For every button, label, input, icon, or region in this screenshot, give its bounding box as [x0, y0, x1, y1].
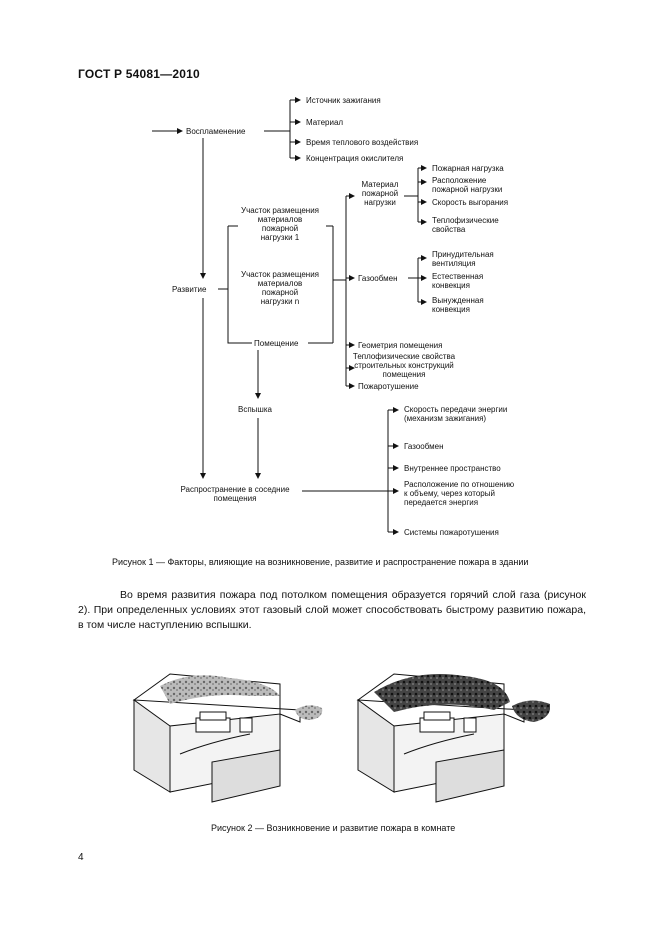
body-paragraph: Во время развития пожара под потолком по… — [78, 589, 586, 631]
ignition-factor: Время теплового воздействия — [306, 138, 419, 147]
spread-factor: Газообмен — [404, 442, 444, 451]
gas-exchange-label: Газообмен — [358, 274, 398, 283]
room-developed-stage — [356, 673, 550, 803]
room-label: Помещение — [254, 339, 299, 348]
spread-factor: Скорость передачи энергии(механизм зажиг… — [404, 405, 508, 423]
room-factor: Пожаротушение — [358, 382, 419, 391]
material-load-item: Скорость выгорания — [432, 198, 509, 207]
development-label: Развитие — [172, 285, 207, 294]
room-early-stage — [132, 673, 323, 803]
figure-2-caption: Рисунок 2 — Возникновение и развитие пож… — [211, 823, 456, 833]
ignition-factor: Материал — [306, 118, 344, 127]
flashover-label: Вспышка — [238, 405, 272, 414]
spread-factor: Внутреннее пространство — [404, 464, 501, 473]
fire-factors-diagram — [152, 97, 427, 535]
ignition-factor: Концентрация окислителя — [306, 154, 404, 163]
ignition-factor: Источник зажигания — [306, 96, 381, 105]
ignition-label: Воспламенение — [186, 127, 246, 136]
spread-factor: Системы пожаротушения — [404, 528, 499, 537]
page-number: 4 — [78, 852, 84, 863]
material-load-item: Пожарная нагрузка — [432, 164, 504, 173]
fire-room-illustration — [132, 673, 550, 803]
figure-1-caption: Рисунок 1 — Факторы, влияющие на возникн… — [112, 557, 529, 567]
room-factor: Геометрия помещения — [358, 341, 443, 350]
document-header: ГОСТ Р 54081—2010 — [78, 67, 200, 81]
